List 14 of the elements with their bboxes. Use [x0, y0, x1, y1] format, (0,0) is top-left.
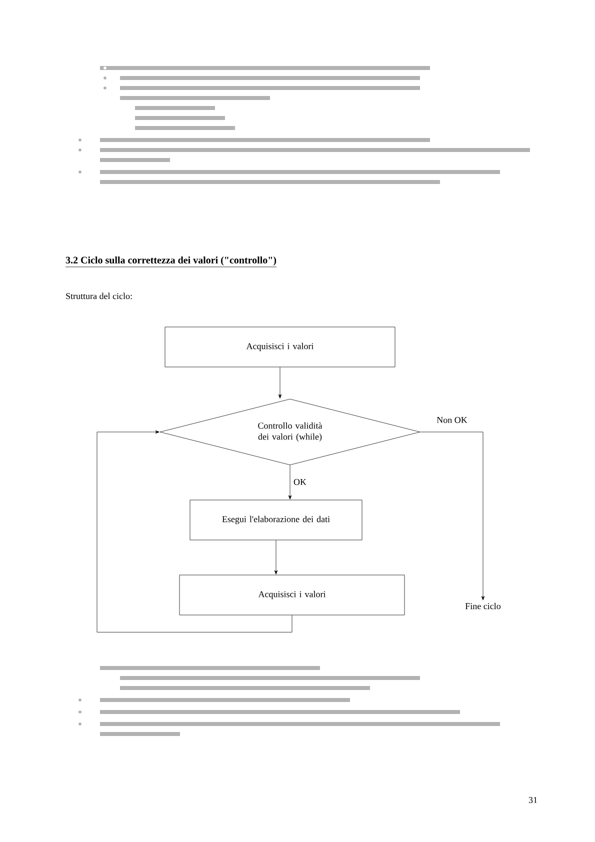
edge-label: Non OK — [436, 416, 468, 424]
text-label: Struttura del ciclo: — [66, 292, 132, 300]
process-box: Acquisisci i valori — [179, 574, 405, 616]
edge-label: OK — [294, 478, 306, 486]
arrow — [420, 432, 485, 600]
arrow — [278, 367, 282, 398]
end-label: Fine ciclo — [465, 602, 501, 610]
process-box: Esegui l'elaborazione dei dati — [190, 500, 362, 540]
page-number: 31 — [528, 796, 537, 804]
section-heading: 3.2 Ciclo sulla correttezza dei valori ("controllo") — [65, 256, 277, 268]
arrow — [288, 465, 292, 500]
process-box: Acquisisci i valori — [164, 326, 396, 368]
arrow — [96, 430, 292, 632]
arrow — [274, 540, 278, 574]
